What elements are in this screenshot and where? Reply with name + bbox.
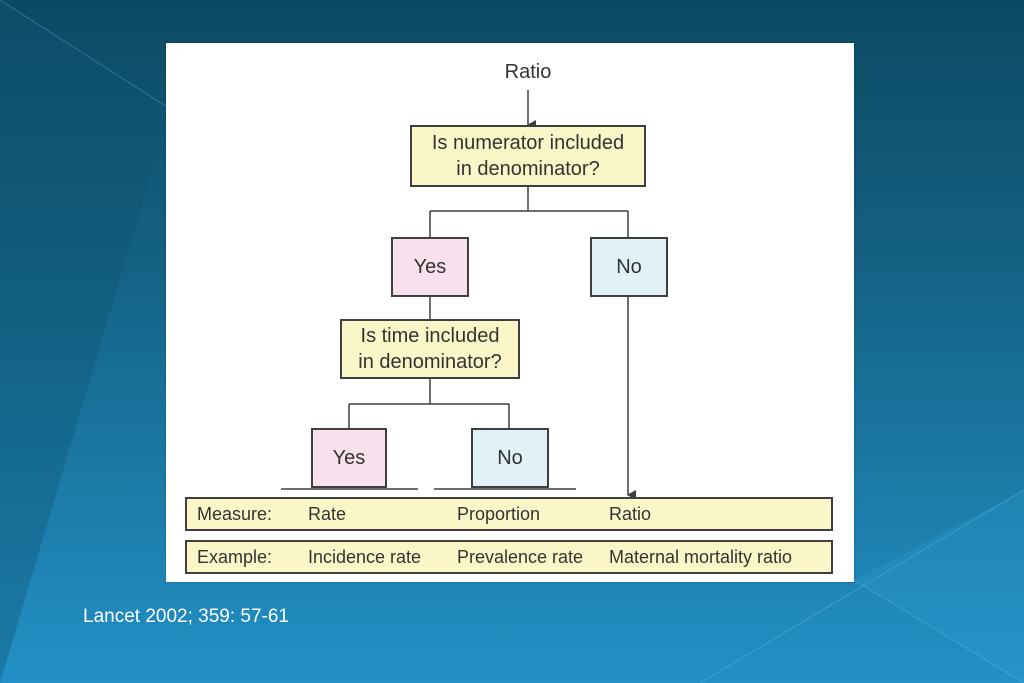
- question-time-box: Is time included in denominator?: [340, 319, 520, 379]
- no-box-2: No: [471, 428, 549, 488]
- example-prevalence-rate: Prevalence rate: [457, 547, 584, 567]
- measure-ratio: Ratio: [609, 504, 652, 524]
- yes-box-1: Yes: [391, 237, 469, 297]
- measure-proportion: Proportion: [457, 504, 541, 524]
- example-row: Example: Incidence rate Prevalence rate …: [185, 540, 833, 574]
- example-label: Example:: [197, 547, 273, 567]
- yes-box-2: Yes: [311, 428, 387, 488]
- measure-row: Measure: Rate Proportion Ratio: [185, 497, 833, 531]
- example-maternal-mortality-ratio: Maternal mortality ratio: [609, 547, 793, 567]
- flowchart-figure: Ratio Is numerator included in denominat…: [166, 43, 854, 582]
- example-incidence-rate: Incidence rate: [308, 547, 422, 567]
- no-box-1: No: [590, 237, 668, 297]
- flowchart-connectors: [281, 90, 636, 500]
- measure-label: Measure:: [197, 504, 273, 524]
- citation-text: Lancet 2002; 359: 57-61: [83, 606, 290, 627]
- root-ratio-label: Ratio: [504, 61, 552, 83]
- question-numerator-box: Is numerator included in denominator?: [410, 125, 646, 187]
- measure-rate: Rate: [308, 504, 347, 524]
